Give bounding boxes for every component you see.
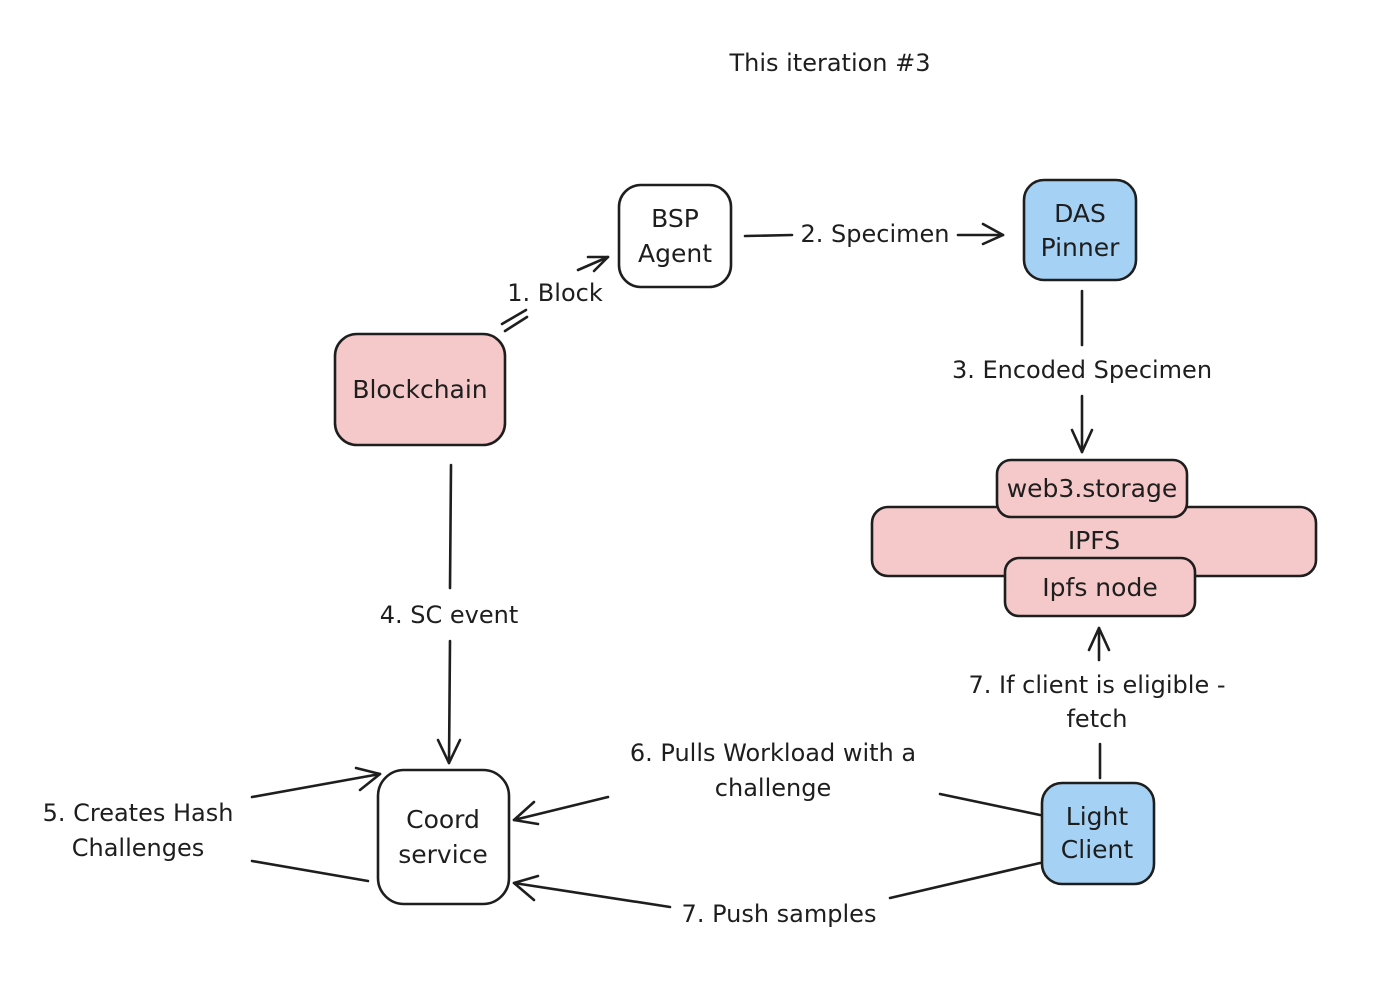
edge-label-if-eligible-line1: 7. If client is eligible - bbox=[969, 671, 1226, 699]
node-label-das-pinner-line1: DAS bbox=[1054, 199, 1106, 228]
edge-pulls-workload: 6. Pulls Workload with a challenge bbox=[512, 739, 1042, 826]
edge-label-specimen: 2. Specimen bbox=[801, 220, 950, 248]
edge-label-encoded-specimen: 3. Encoded Specimen bbox=[952, 356, 1212, 384]
node-blockchain[interactable]: Blockchain bbox=[333, 332, 507, 447]
edge-label-hash-challenges-line2: Challenges bbox=[72, 834, 205, 862]
node-label-ipfs: IPFS bbox=[1068, 526, 1120, 555]
edge-label-if-eligible-line2: fetch bbox=[1066, 705, 1127, 733]
edge-label-push-samples: 7. Push samples bbox=[682, 900, 877, 928]
node-das-pinner[interactable]: DAS Pinner bbox=[1022, 178, 1138, 282]
edge-label-pulls-workload-line1: 6. Pulls Workload with a bbox=[630, 739, 916, 767]
node-label-light-client-line2: Client bbox=[1061, 835, 1134, 864]
edge-label-block: 1. Block bbox=[507, 279, 603, 307]
node-label-coord-service-line2: service bbox=[398, 840, 488, 869]
edge-if-eligible: 7. If client is eligible - fetch bbox=[969, 626, 1226, 780]
node-label-bsp-agent-line1: BSP bbox=[651, 204, 699, 233]
node-light-client[interactable]: Light Client bbox=[1040, 781, 1156, 886]
edge-encoded-specimen: 3. Encoded Specimen bbox=[952, 289, 1212, 454]
node-web3-storage[interactable]: web3.storage bbox=[995, 458, 1189, 519]
node-label-das-pinner-line2: Pinner bbox=[1041, 233, 1121, 262]
node-coord-service[interactable]: Coord service bbox=[376, 768, 511, 906]
edge-specimen: 2. Specimen bbox=[743, 220, 1005, 248]
node-label-ipfs-node: Ipfs node bbox=[1042, 573, 1157, 602]
edge-label-pulls-workload-line2: challenge bbox=[715, 774, 831, 802]
edge-push-samples: 7. Push samples bbox=[512, 861, 1042, 928]
edge-label-hash-challenges-line1: 5. Creates Hash bbox=[43, 799, 234, 827]
node-label-coord-service-line1: Coord bbox=[406, 805, 480, 834]
node-label-blockchain: Blockchain bbox=[352, 375, 487, 404]
node-ipfs-node[interactable]: Ipfs node bbox=[1003, 556, 1197, 618]
edge-sc-event: 4. SC event bbox=[380, 463, 519, 765]
edge-label-sc-event: 4. SC event bbox=[380, 601, 519, 629]
diagram-title: This iteration #3 bbox=[728, 49, 930, 77]
node-label-light-client-line1: Light bbox=[1066, 802, 1129, 831]
node-label-bsp-agent-line2: Agent bbox=[638, 239, 712, 268]
node-label-web3-storage: web3.storage bbox=[1007, 474, 1178, 503]
edge-block: 1. Block bbox=[500, 255, 610, 333]
edge-hash-challenges: 5. Creates Hash Challenges bbox=[43, 766, 382, 883]
node-bsp-agent[interactable]: BSP Agent bbox=[617, 183, 733, 289]
